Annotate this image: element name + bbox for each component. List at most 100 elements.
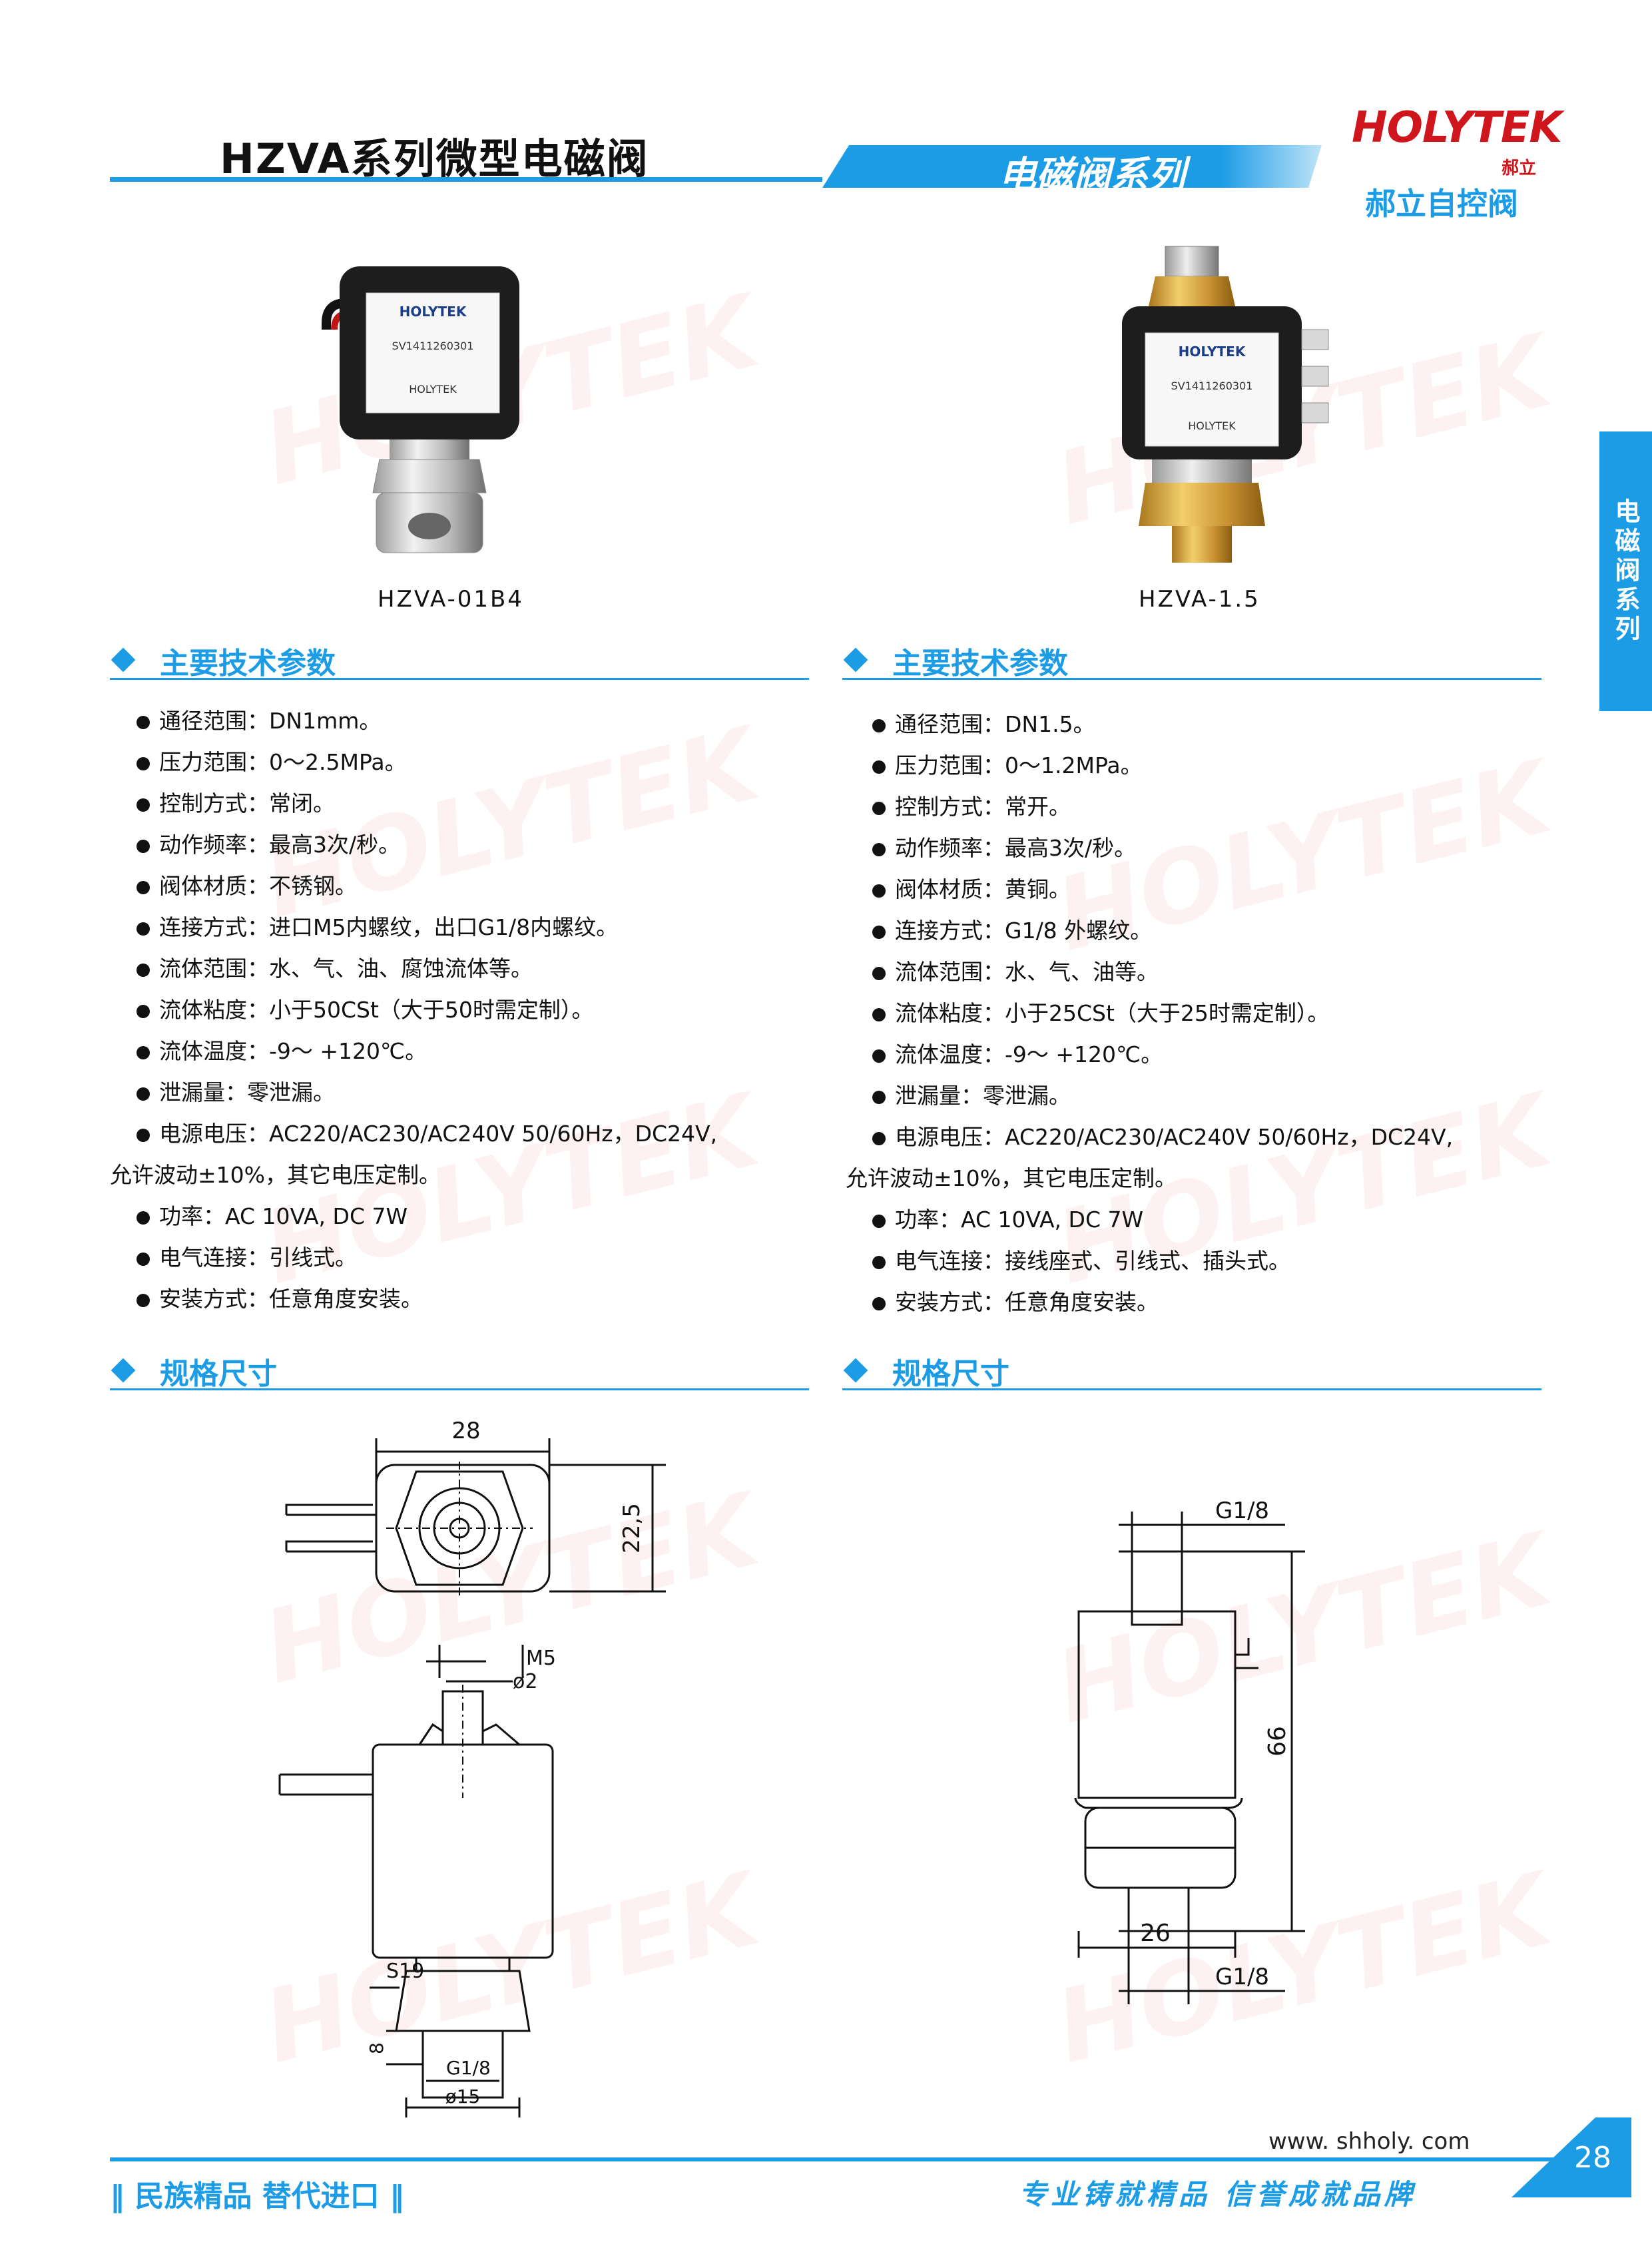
dimension-drawing-hzva-01b4: 28 22,5 M5 ø2 S19 8 G1/8 ø15 [278, 1418, 666, 2117]
dim-s19: S19 [386, 1960, 424, 1983]
bullet-icon [872, 1296, 886, 1310]
product-caption: HZVA-1.5 [1139, 586, 1260, 613]
dimension-drawing-hzva-1-5: G1/8 66 26 G1/8 [1074, 1498, 1305, 2004]
page-number: 28 [1574, 2141, 1611, 2175]
param-text: 压力范围：0～2.5MPa。 [159, 749, 407, 775]
diamond-icon [843, 647, 868, 673]
footer-url[interactable]: www. shholy. com [1268, 2128, 1470, 2155]
dim-phi15: ø15 [445, 2086, 481, 2107]
param-row: 连接方式：进口M5内螺纹，出口G1/8内螺纹。 [137, 907, 717, 948]
product-photo-hzva-01b4: HOLYTEK SV1411260301 HOLYTEK [322, 266, 519, 553]
section-rule [110, 678, 809, 680]
param-text: 动作频率：最高3次/秒。 [159, 832, 401, 858]
param-text: 泄漏量：零泄漏。 [895, 1083, 1071, 1109]
footer-slogan-left: ‖ 民族精品 替代进口 ‖ [110, 2179, 404, 2213]
param-row: 连接方式：G1/8 外螺纹。 [872, 910, 1453, 952]
dim-h66: 66 [1264, 1726, 1291, 1757]
bullet-icon [872, 966, 886, 980]
param-row: 电气连接：接线座式、引线式、插头式。 [872, 1241, 1453, 1282]
bullet-icon [872, 925, 886, 939]
param-row: 电源电压：AC220/AC230/AC240V 50/60Hz，DC24V, [872, 1117, 1453, 1158]
dim-top-height: 22,5 [619, 1503, 645, 1553]
bullet-icon [872, 1214, 886, 1228]
bullet-icon [872, 1049, 886, 1063]
param-text: 允许波动±10%，其它电压定制。 [110, 1162, 441, 1188]
page-title: HZVA系列微型电磁阀 [220, 135, 649, 183]
param-text: 泄漏量：零泄漏。 [159, 1079, 335, 1105]
param-text: 流体温度：-9～ +120℃。 [159, 1038, 427, 1064]
param-row: 流体范围：水、气、油、腐蚀流体等。 [137, 948, 717, 989]
section-heading-dims-left: 规格尺寸 [160, 1357, 277, 1391]
diamond-icon [843, 1358, 868, 1383]
param-text: 流体范围：水、气、油等。 [895, 959, 1159, 985]
product-photo-hzva-1-5: HOLYTEK SV1411260301 HOLYTEK [1122, 246, 1329, 563]
bullet-icon [137, 1004, 150, 1018]
param-row: 功率：AC 10VA, DC 7W [872, 1199, 1453, 1241]
param-text: 流体粘度：小于25CSt（大于25时需定制）。 [895, 1000, 1330, 1026]
bullet-icon [872, 1090, 886, 1104]
brand-logo: HOLYTEK [1352, 103, 1562, 152]
dim-m5: M5 [526, 1647, 556, 1670]
header-rule [110, 177, 822, 182]
section-heading-dims-right: 规格尺寸 [892, 1357, 1009, 1391]
section-rule [842, 1388, 1541, 1390]
bullet-icon [872, 760, 886, 774]
bullet-icon [137, 839, 150, 853]
bullet-icon [872, 1007, 886, 1021]
bullet-icon [137, 963, 150, 977]
bullet-icon [137, 798, 150, 812]
header-band [822, 145, 1322, 188]
bullet-icon [137, 1045, 150, 1059]
bullet-icon [872, 884, 886, 898]
label-serial: SV1411260301 [392, 340, 474, 352]
header-band-text: 电磁阀系列 [999, 154, 1185, 197]
bullet-icon [872, 1131, 886, 1145]
param-row: 流体粘度：小于50CSt（大于50时需定制）。 [137, 989, 717, 1031]
param-text: 电源电压：AC220/AC230/AC240V 50/60Hz，DC24V, [895, 1124, 1454, 1150]
dim-top-width: 28 [451, 1418, 480, 1444]
param-text: 允许波动±10%，其它电压定制。 [846, 1165, 1177, 1191]
footer-slogan-right: 专业铸就精品 信誉成就品牌 [1019, 2178, 1416, 2211]
section-rule [110, 1388, 809, 1390]
param-text: 阀体材质：黄铜。 [895, 876, 1071, 902]
brand-name: 郝立自控阀 [1365, 186, 1518, 222]
bullet-icon [137, 1211, 150, 1225]
param-row: 电气连接：引线式。 [137, 1237, 717, 1278]
param-row: 允许波动±10%，其它电压定制。 [846, 1158, 1453, 1199]
param-row: 安装方式：任意角度安装。 [872, 1282, 1453, 1323]
bullet-icon [137, 1252, 150, 1266]
dim-w26: 26 [1140, 1920, 1171, 1947]
param-text: 连接方式：G1/8 外螺纹。 [895, 918, 1153, 944]
param-text: 电气连接：接线座式、引线式、插头式。 [895, 1248, 1290, 1274]
param-row: 流体温度：-9～ +120℃。 [872, 1034, 1453, 1075]
param-row: 泄漏量：零泄漏。 [872, 1075, 1453, 1117]
param-text: 安装方式：任意角度安装。 [895, 1289, 1159, 1315]
param-text: 压力范围：0～1.2MPa。 [895, 752, 1143, 778]
bullet-icon [137, 1293, 150, 1307]
param-row: 压力范围：0～1.2MPa。 [872, 745, 1453, 786]
diamond-icon [111, 1358, 136, 1383]
param-row: 控制方式：常闭。 [137, 783, 717, 824]
bullet-icon [872, 801, 886, 815]
param-text: 阀体材质：不锈钢。 [159, 873, 357, 899]
param-text: 流体范围：水、气、油、腐蚀流体等。 [159, 956, 533, 981]
params-list-left: 通径范围：DN1mm。 压力范围：0～2.5MPa。 控制方式：常闭。 动作频率… [110, 701, 717, 1320]
param-text: 安装方式：任意角度安装。 [159, 1286, 423, 1312]
dim-h8: 8 [366, 2042, 388, 2054]
dim-g18-top: G1/8 [1215, 1498, 1269, 1524]
param-row: 安装方式：任意角度安装。 [137, 1278, 717, 1320]
param-row: 流体温度：-9～ +120℃。 [137, 1031, 717, 1072]
param-text: 流体温度：-9～ +120℃。 [895, 1041, 1163, 1067]
label-brand: HOLYTEK [400, 304, 467, 320]
param-text: 控制方式：常开。 [895, 794, 1071, 820]
footer-rule [110, 2157, 1561, 2161]
param-row: 压力范围：0～2.5MPa。 [137, 742, 717, 783]
params-list-right: 通径范围：DN1.5。 压力范围：0～1.2MPa。 控制方式：常开。 动作频率… [846, 704, 1453, 1323]
bullet-icon [137, 715, 150, 729]
side-tab-label: 电磁阀系列 [1611, 498, 1640, 645]
label-brand: HOLYTEK [1179, 344, 1246, 360]
param-text: 功率：AC 10VA, DC 7W [159, 1203, 408, 1229]
param-text: 通径范围：DN1mm。 [159, 708, 382, 734]
param-row: 动作频率：最高3次/秒。 [137, 824, 717, 866]
param-row: 动作频率：最高3次/秒。 [872, 828, 1453, 869]
